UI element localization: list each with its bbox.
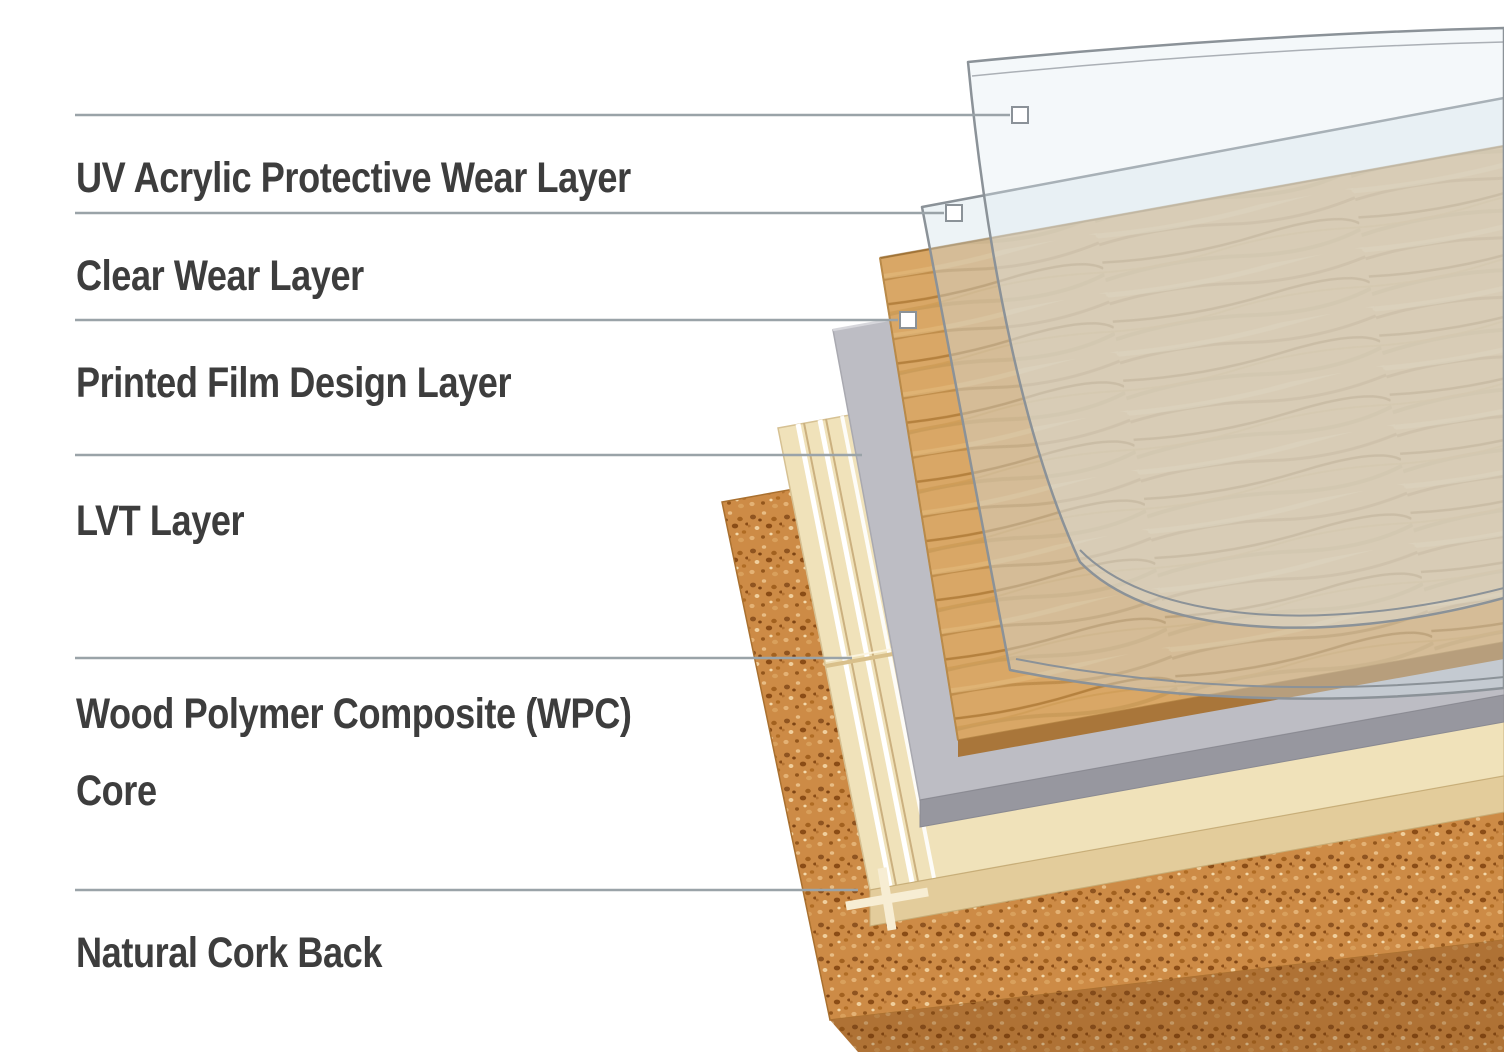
printed-film-layer xyxy=(879,144,1504,757)
label-natural-cork-back: Natural Cork Back xyxy=(76,929,383,977)
label-printed-film-design-layer: Printed Film Design Layer xyxy=(76,359,512,407)
leader-lines xyxy=(75,113,1010,892)
label-uv-acrylic-protective-wear-layer: UV Acrylic Protective Wear Layer xyxy=(76,154,631,202)
marker-square-clear-wear xyxy=(945,204,963,222)
label-lvt-layer: LVT Layer xyxy=(76,497,245,545)
marker-square-uv-acrylic xyxy=(1011,106,1029,124)
plank-interlock-cross xyxy=(845,867,929,931)
connector-markers xyxy=(899,106,1029,329)
clear-wear-layer xyxy=(920,96,1504,700)
label-wpc-core: Wood Polymer Composite (WPC) Core xyxy=(76,690,632,816)
label-clear-wear-layer: Clear Wear Layer xyxy=(76,252,364,300)
marker-square-printed-film xyxy=(899,311,917,329)
uv-acrylic-wear-layer xyxy=(966,26,1504,629)
